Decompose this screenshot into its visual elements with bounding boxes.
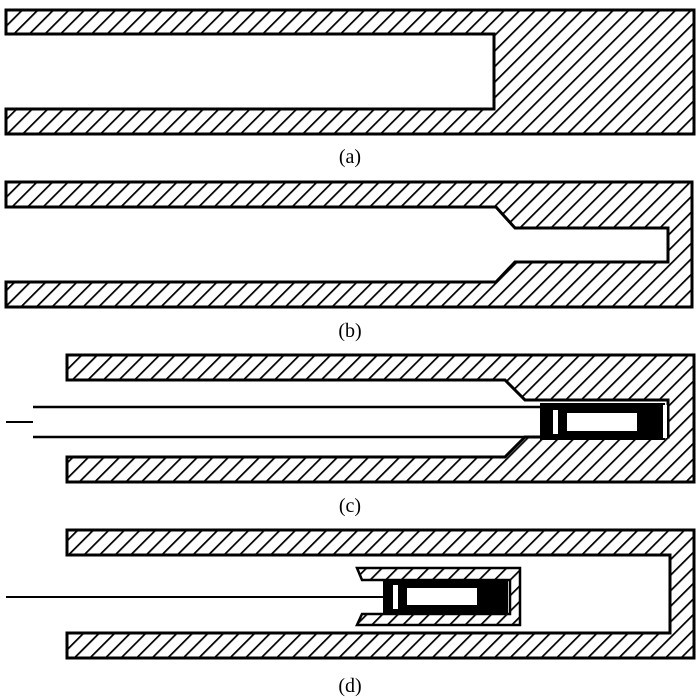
panel-b-label: (b) <box>338 320 361 342</box>
panel-b-tube-stepped-bore <box>4 180 694 309</box>
panel-a-label: (a) <box>339 146 361 168</box>
panel-c-tool-head <box>540 403 667 440</box>
panel-c-label: (c) <box>339 495 361 517</box>
panel-d-tool-head <box>383 580 508 614</box>
panel-c-rod <box>6 405 542 439</box>
panel-d-tube <box>65 528 696 660</box>
panel-a-tube <box>4 8 696 136</box>
panel-d-label: (d) <box>338 675 361 697</box>
